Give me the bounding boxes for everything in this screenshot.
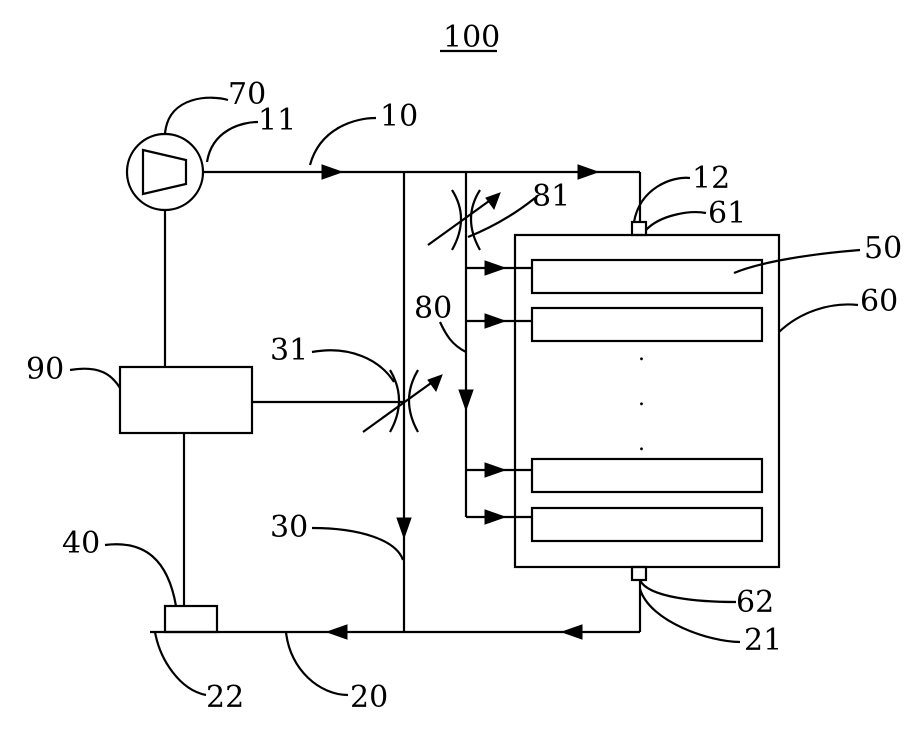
leader-21 <box>640 589 740 642</box>
discharge-arrow-2 <box>578 165 598 179</box>
valve-31-arrowhead <box>428 375 442 391</box>
valve-81-left-arc <box>452 190 461 250</box>
label-30: 30 <box>270 510 308 545</box>
branch-down-arrow <box>459 390 473 410</box>
compressor-circle <box>127 134 203 210</box>
valve-81-arrowhead <box>486 193 500 209</box>
component-50-2 <box>532 308 762 341</box>
feed-arrow-3 <box>485 463 505 477</box>
return-arrow-1 <box>562 625 582 639</box>
label-50: 50 <box>864 231 902 266</box>
label-11: 11 <box>258 103 296 138</box>
leader-22 <box>155 632 206 695</box>
label-22: 22 <box>206 680 244 715</box>
leader-12 <box>634 178 690 222</box>
leader-62 <box>640 580 736 602</box>
label-80: 80 <box>414 291 452 326</box>
housing-60 <box>515 235 779 567</box>
leader-50 <box>734 250 860 273</box>
leader-20 <box>286 632 348 695</box>
label-90: 90 <box>26 352 64 387</box>
label-20: 20 <box>350 680 388 715</box>
ellipsis-2: . <box>638 386 645 411</box>
leader-10 <box>310 118 376 165</box>
sensor-40 <box>165 606 217 632</box>
return-arrow-2 <box>327 625 347 639</box>
feed-arrow-4 <box>485 510 505 524</box>
label-21: 21 <box>744 623 782 658</box>
connector-61 <box>632 222 646 235</box>
label-40: 40 <box>62 526 100 561</box>
compressor-symbol <box>143 150 186 194</box>
bypass-arrow <box>397 518 411 538</box>
valve-81-right-arc <box>471 190 480 250</box>
figure-title: 100 <box>443 20 500 55</box>
valve-81-arrow-line <box>428 196 496 245</box>
leader-90 <box>70 369 120 388</box>
label-60: 60 <box>860 284 898 319</box>
leader-60 <box>779 304 858 332</box>
component-50-1 <box>532 260 762 293</box>
leader-31 <box>312 350 394 382</box>
valve-31-right-arc <box>409 370 418 432</box>
leader-70 <box>165 98 228 134</box>
leader-81 <box>468 198 535 237</box>
component-50-4 <box>532 508 762 541</box>
leader-80 <box>440 322 466 352</box>
label-61: 61 <box>708 196 746 231</box>
feed-arrow-1 <box>485 261 505 275</box>
label-12: 12 <box>692 161 730 196</box>
leader-40 <box>105 544 176 606</box>
discharge-arrow-1 <box>322 165 342 179</box>
component-50-3 <box>532 459 762 492</box>
connector-62 <box>632 567 646 580</box>
controller-90 <box>120 367 252 433</box>
label-62: 62 <box>736 585 774 620</box>
ellipsis-1: . <box>638 341 645 366</box>
label-81: 81 <box>532 179 570 214</box>
leader-11 <box>207 122 258 162</box>
label-31: 31 <box>270 333 308 368</box>
valve-31-arrow-line <box>363 378 438 432</box>
ellipsis-3: . <box>638 431 645 456</box>
label-10: 10 <box>380 99 418 134</box>
leader-30 <box>312 528 403 560</box>
feed-arrow-2 <box>485 314 505 328</box>
leader-61 <box>646 212 706 230</box>
